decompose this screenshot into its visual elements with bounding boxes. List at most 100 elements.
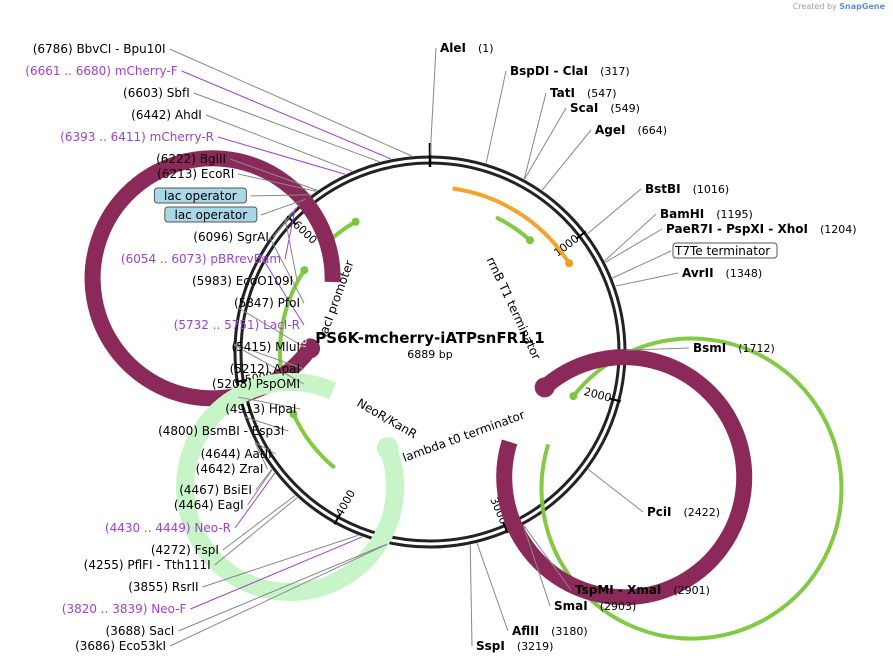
site-leader [284, 208, 296, 260]
site-leader [238, 396, 301, 410]
tick-mark [608, 397, 621, 403]
site-label: (3820 .. 3839) Neo-F [62, 602, 187, 616]
site-label: TspMI - XmaI(2901) [575, 583, 710, 597]
snapgene-logo: SnapGene [839, 2, 885, 11]
site-label: (5732 .. 5751) LacI-R [174, 318, 300, 332]
site-label: (4464) EagI [174, 498, 244, 512]
site-leader [169, 543, 388, 647]
site-label: (6213) EcoRI [157, 167, 234, 181]
feature-box [164, 206, 258, 223]
feature-arrowhead [351, 217, 360, 226]
site-labels: AleI(1) BspDI - ClaI(317) TatI(547)ScaI(54… [25, 41, 856, 653]
site-label: (6603) SbfI [123, 86, 190, 100]
site-label: TatI(547) [550, 86, 617, 100]
site-leader [626, 347, 690, 351]
feature-arc [495, 215, 532, 242]
site-leader [214, 497, 298, 566]
feature-box [153, 187, 247, 204]
site-leader [605, 228, 663, 263]
site-label: ScaI(549) [570, 101, 640, 115]
site-leader [169, 48, 412, 157]
site-label: (6054 .. 6073) pBRrevBam [121, 252, 281, 266]
feature-arrowhead [376, 437, 399, 460]
site-leader [429, 47, 437, 156]
site-label: (3855) RsrII [128, 580, 198, 594]
credit-prefix: Created by [792, 2, 837, 11]
site-leader [541, 129, 592, 191]
site-leader [233, 343, 305, 370]
site-leader [258, 253, 305, 326]
site-leader [260, 198, 306, 216]
site-label: (6786) BbvCI - Bpu10I [33, 42, 166, 56]
site-label: (4255) PflFI - Tth111I [84, 558, 211, 572]
site-label: (6222) BglII [156, 152, 226, 166]
site-leader [247, 469, 273, 506]
site-leader [485, 70, 507, 164]
tick-mark [502, 521, 509, 534]
site-leader [615, 272, 679, 287]
site-leader [193, 92, 380, 163]
feature-arrowhead [525, 236, 534, 245]
site-label: (3686) Eco53kI [75, 639, 166, 653]
site-label: (4800) BsmBI - Esp3I [158, 424, 284, 438]
site-leader [202, 534, 359, 588]
site-label: (5208) PspOMI [212, 377, 300, 391]
site-label: AgeI(664) [595, 123, 667, 137]
site-label: T7Te terminator [674, 244, 770, 258]
site-label: (4272) FspI [151, 543, 219, 557]
site-leader [250, 194, 312, 197]
site-leader [234, 472, 276, 529]
tick-label: 4000 [333, 488, 358, 519]
feature-arc [496, 349, 753, 606]
site-label: (6661 .. 6680) mCherry-F [25, 64, 177, 78]
plasmid-length: 6889 bp [407, 348, 452, 361]
site-leader [604, 213, 657, 262]
feature-label: lacI [294, 326, 311, 349]
site-leader [284, 218, 298, 282]
site-leader [522, 525, 551, 607]
site-label: (3688) SacI [106, 624, 175, 638]
site-leader [181, 70, 392, 160]
feature-arrowhead [300, 266, 309, 275]
site-leader [190, 536, 363, 610]
site-label: (5212) ApaI [230, 362, 300, 376]
site-leader [205, 114, 353, 172]
site-label: AleI(1) [440, 41, 494, 55]
site-leader [222, 495, 296, 551]
site-leader [612, 250, 672, 279]
site-label: BspDI - ClaI(317) [510, 64, 630, 78]
feature-box [672, 242, 778, 259]
site-leader [238, 173, 317, 192]
feature-arrowhead [569, 392, 578, 401]
site-leader [587, 468, 644, 513]
site-leader [232, 344, 305, 385]
feature-arc [291, 413, 336, 470]
plasmid-name: PS6K-mcherry-iATPsnFR1.1 [315, 329, 544, 347]
tick-mark [333, 513, 342, 525]
site-label: BamHI(1195) [660, 207, 753, 221]
site-label: PciI(2422) [647, 505, 720, 519]
site-leader [587, 188, 642, 235]
site-label: (4467) BsiEI [179, 483, 252, 497]
feature-arc [176, 373, 405, 602]
feature-arc [278, 269, 307, 369]
site-label: SmaI(2903) [554, 599, 636, 613]
site-label: PaeR7I - PspXI - XhoI(1204) [666, 222, 857, 236]
site-leader [243, 416, 289, 432]
tick-mark [235, 379, 248, 383]
site-label: (6442) AhdI [131, 108, 202, 122]
site-label: lac operator [164, 189, 237, 203]
site-leader [237, 307, 305, 348]
site-label: AvrII(1348) [682, 266, 762, 280]
site-leader [254, 442, 268, 470]
site-label: BsmI(1712) [693, 341, 775, 355]
site-label: (4430 .. 4449) Neo-R [105, 521, 231, 535]
site-label: AflII(3180) [512, 624, 588, 638]
site-label: BstBI(1016) [645, 182, 729, 196]
site-leader [229, 158, 318, 191]
feature-arrowhead [300, 338, 321, 359]
site-label: (5415) MluI [231, 340, 300, 354]
site-leader [523, 524, 572, 591]
